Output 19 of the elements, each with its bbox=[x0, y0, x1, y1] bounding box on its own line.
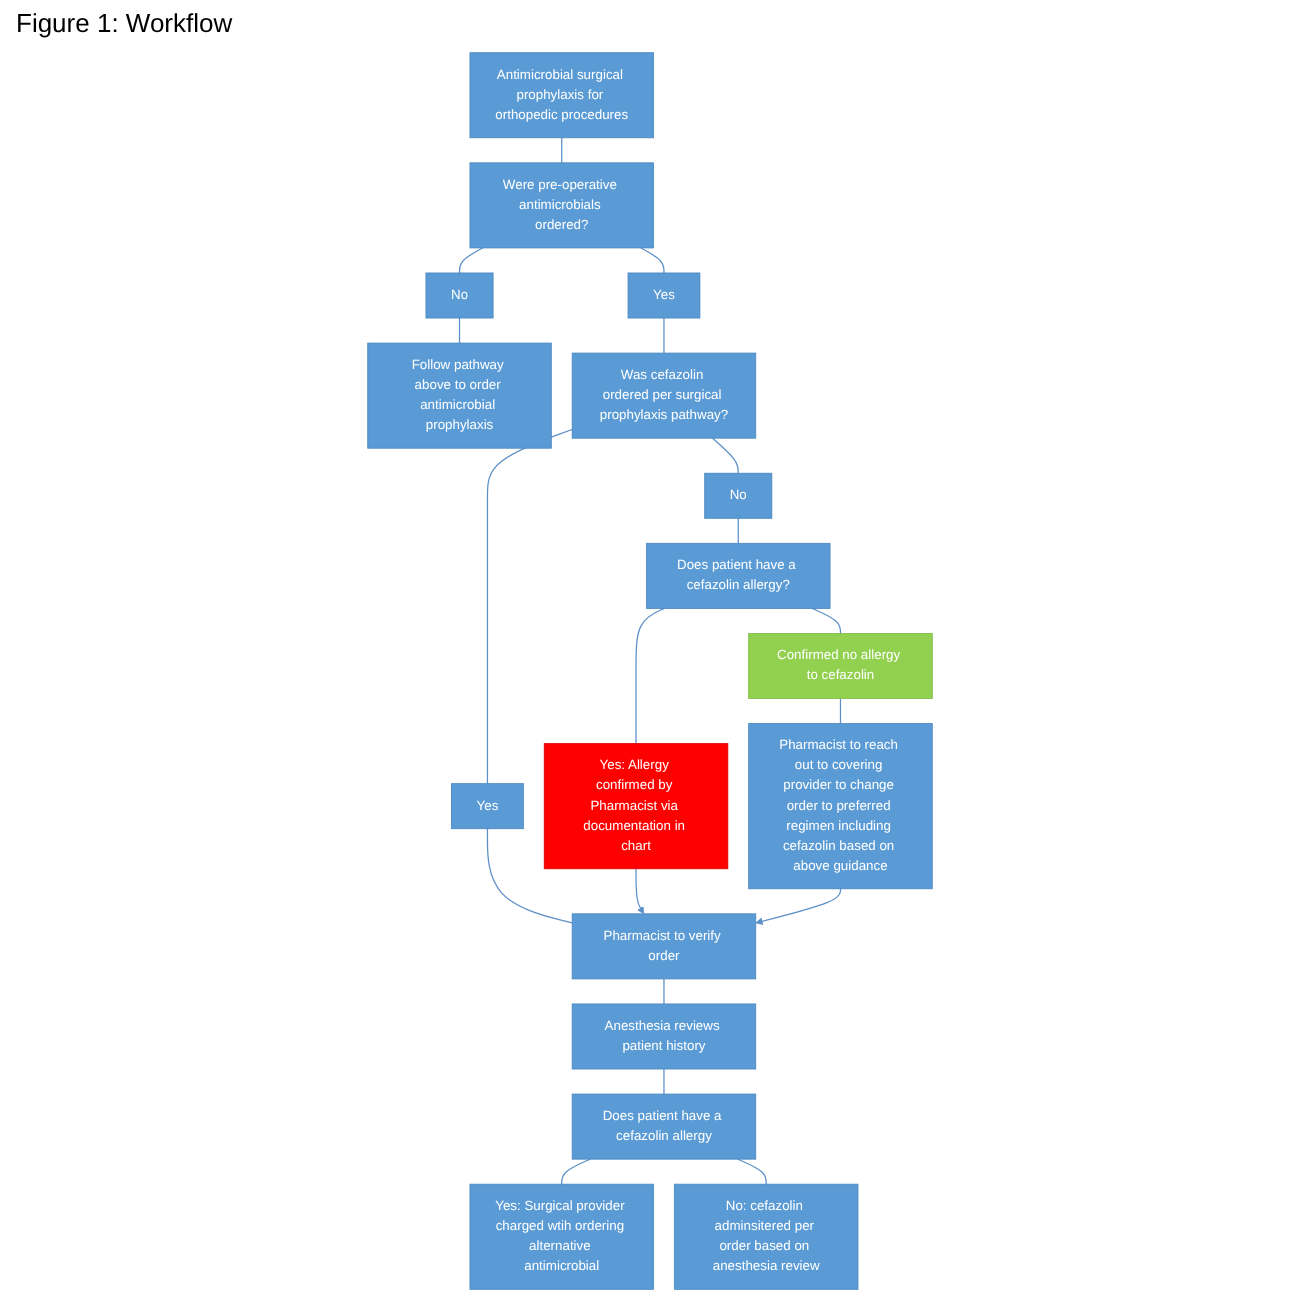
connector bbox=[737, 517, 739, 544]
connector bbox=[663, 1068, 665, 1095]
connector bbox=[737, 1158, 767, 1185]
arrow bbox=[755, 888, 842, 925]
connector bbox=[640, 247, 665, 274]
connector bbox=[486, 828, 573, 924]
connector bbox=[839, 697, 842, 725]
connector bbox=[561, 137, 563, 164]
connector bbox=[561, 1158, 591, 1185]
connector bbox=[458, 247, 484, 274]
connector bbox=[458, 317, 461, 344]
connector bbox=[635, 607, 666, 745]
connector bbox=[486, 428, 573, 785]
connector bbox=[811, 607, 842, 635]
arrow bbox=[635, 868, 645, 915]
connector bbox=[711, 437, 739, 474]
connector bbox=[663, 317, 665, 354]
connector bbox=[663, 978, 665, 1005]
figure-title: Figure 1: Workflow bbox=[14, 6, 235, 42]
